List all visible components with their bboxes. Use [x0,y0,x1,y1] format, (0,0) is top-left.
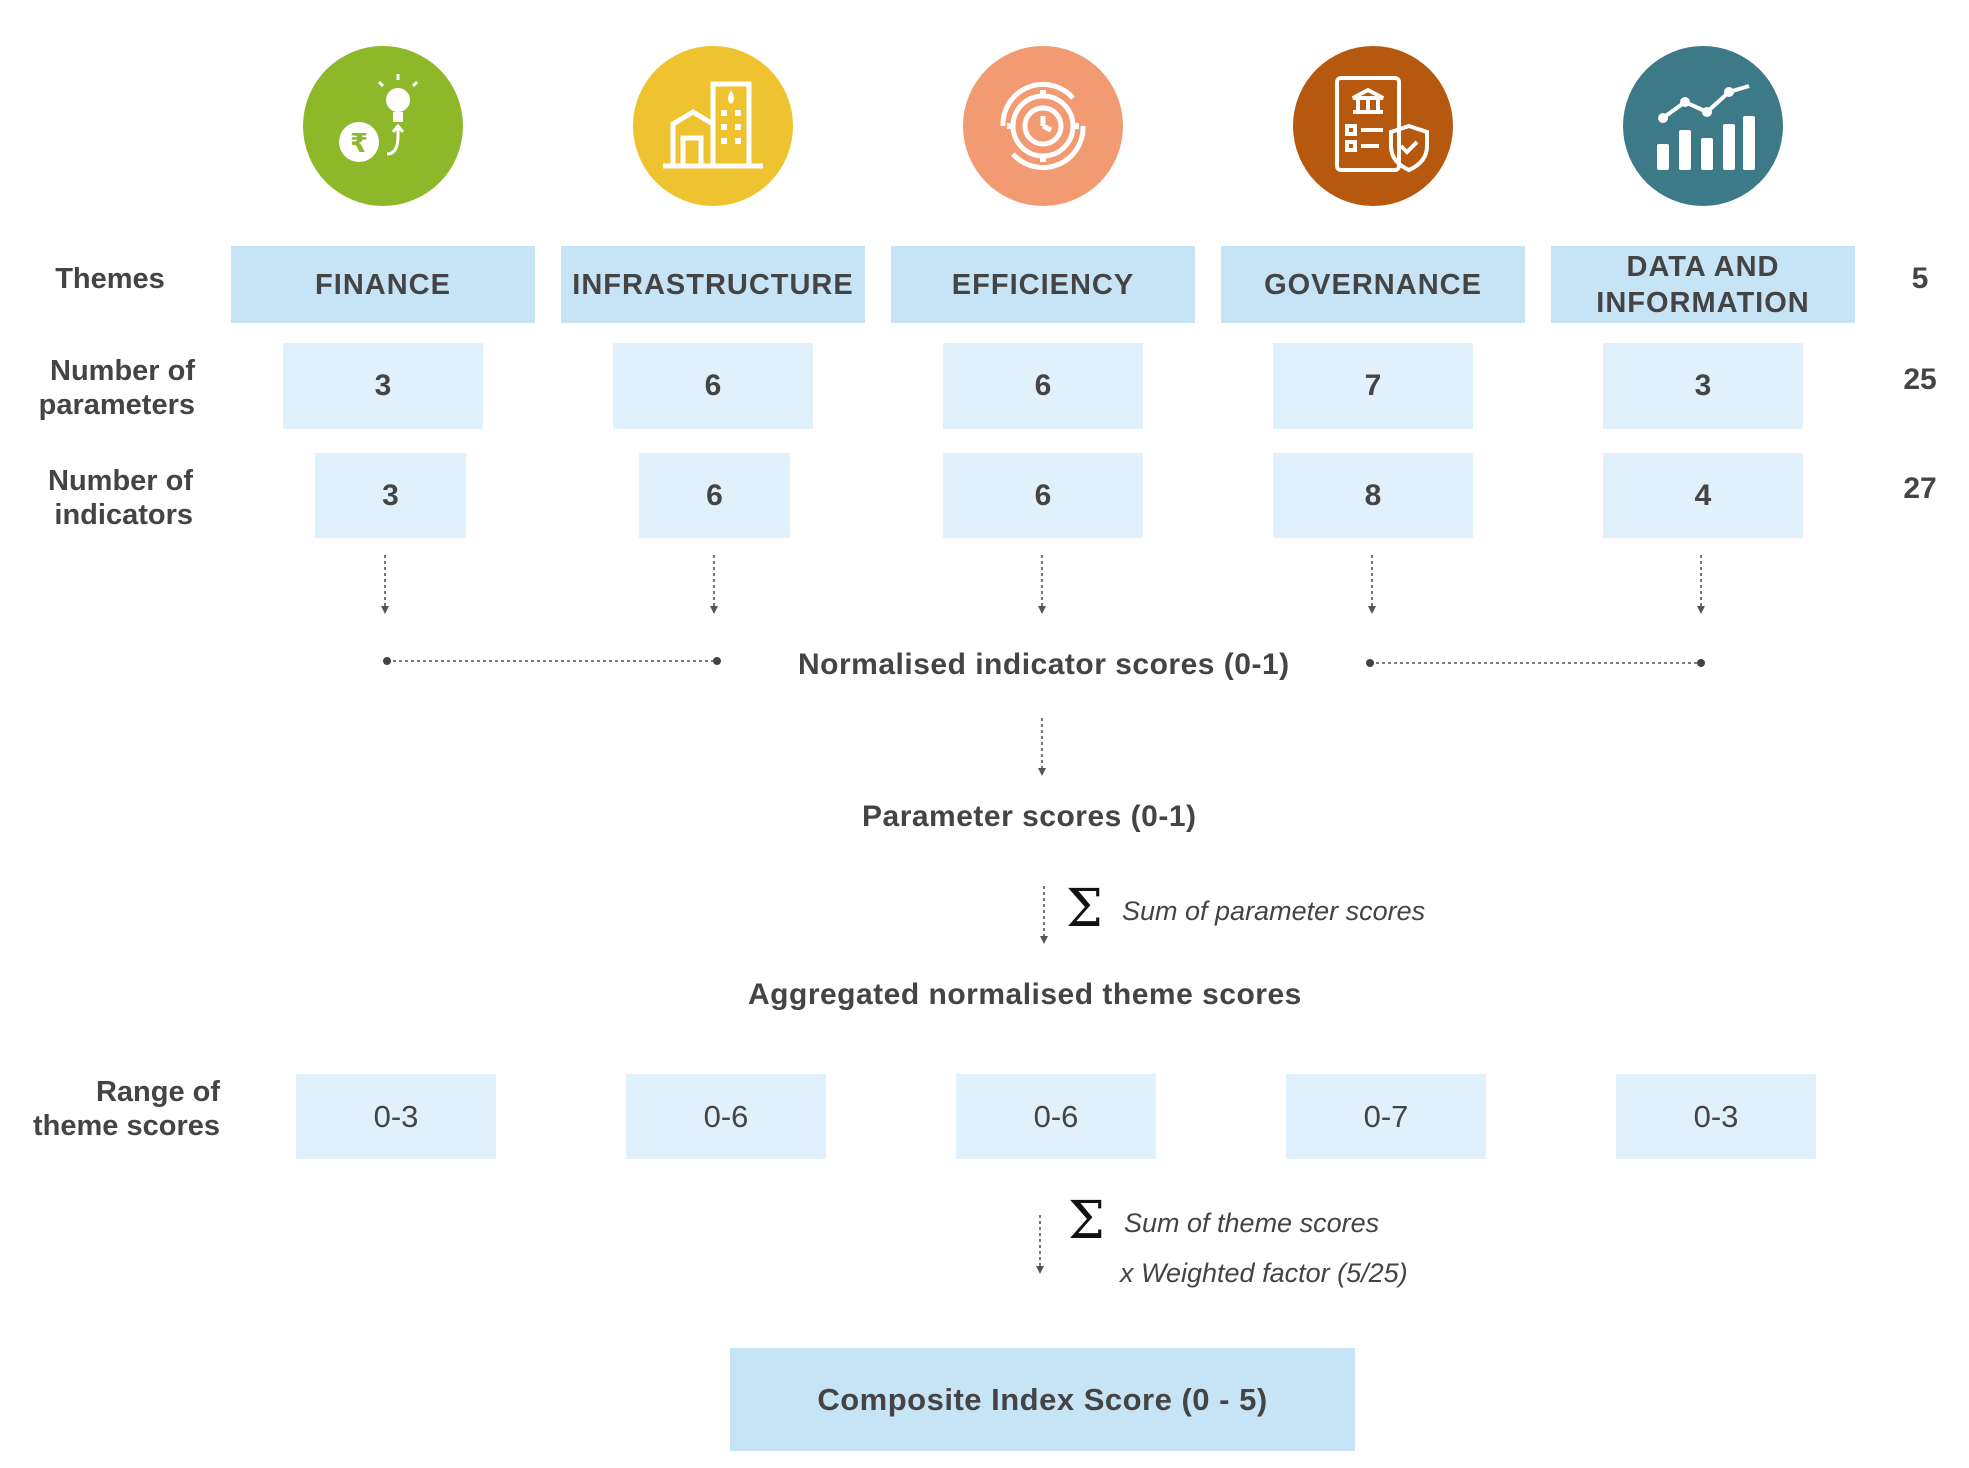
svg-text:₹: ₹ [350,129,368,159]
sigma-parameters-icon: Σ [1066,879,1103,939]
theme-infrastructure: INFRASTRUCTURE [561,246,865,323]
theme-data-information: DATA AND INFORMATION [1551,246,1855,323]
governance-icon [1293,46,1453,206]
range-data-information: 0-3 [1616,1074,1816,1159]
connector-dot-left-start [383,657,391,665]
total-themes: 5 [1911,262,1929,295]
parameters-efficiency: 6 [943,343,1143,429]
indicators-label: Number of indicators [48,465,193,531]
parameters-finance: 3 [283,343,483,429]
finance-icon: ₹ [303,46,463,206]
sum-parameter-scores: Sum of parameter scores [1122,896,1426,926]
theme-efficiency: EFFICIENCY [891,246,1195,323]
range-finance: 0-3 [296,1074,496,1159]
range-infrastructure: 0-6 [626,1074,826,1159]
theme-finance: FINANCE [231,246,535,323]
indicators-finance: 3 [315,453,466,538]
range-label: Range of theme scores [33,1076,220,1142]
indicators-efficiency: 6 [943,453,1143,538]
weighted-factor: x Weighted factor (5/25) [1120,1258,1408,1288]
parameters-label: Number of parameters [38,355,195,421]
indicators-infrastructure: 6 [639,453,790,538]
connector-dot-right-end [1697,659,1705,667]
range-governance: 0-7 [1286,1074,1486,1159]
parameters-data-information: 3 [1603,343,1803,429]
parameters-infrastructure: 6 [613,343,813,429]
aggregated-theme-scores: Aggregated normalised theme scores [748,978,1302,1011]
parameters-governance: 7 [1273,343,1473,429]
data-information-icon [1623,46,1783,206]
connector-dot-left-end [713,657,721,665]
composite-index-score: Composite Index Score (0 - 5) [730,1348,1355,1451]
indicators-data-information: 4 [1603,453,1803,538]
theme-governance: GOVERNANCE [1221,246,1525,323]
total-indicators: 27 [1903,472,1937,505]
range-efficiency: 0-6 [956,1074,1156,1159]
connector-dot-right-start [1366,659,1374,667]
themes-label: Themes [55,263,165,295]
infrastructure-icon [633,46,793,206]
efficiency-icon [963,46,1123,206]
indicators-governance: 8 [1273,453,1473,538]
normalised-indicator-scores: Normalised indicator scores (0-1) [798,648,1290,681]
sigma-themes-icon: Σ [1068,1191,1105,1251]
total-parameters: 25 [1903,363,1937,396]
sum-theme-scores: Sum of theme scores [1124,1208,1380,1238]
parameter-scores: Parameter scores (0-1) [862,800,1197,833]
